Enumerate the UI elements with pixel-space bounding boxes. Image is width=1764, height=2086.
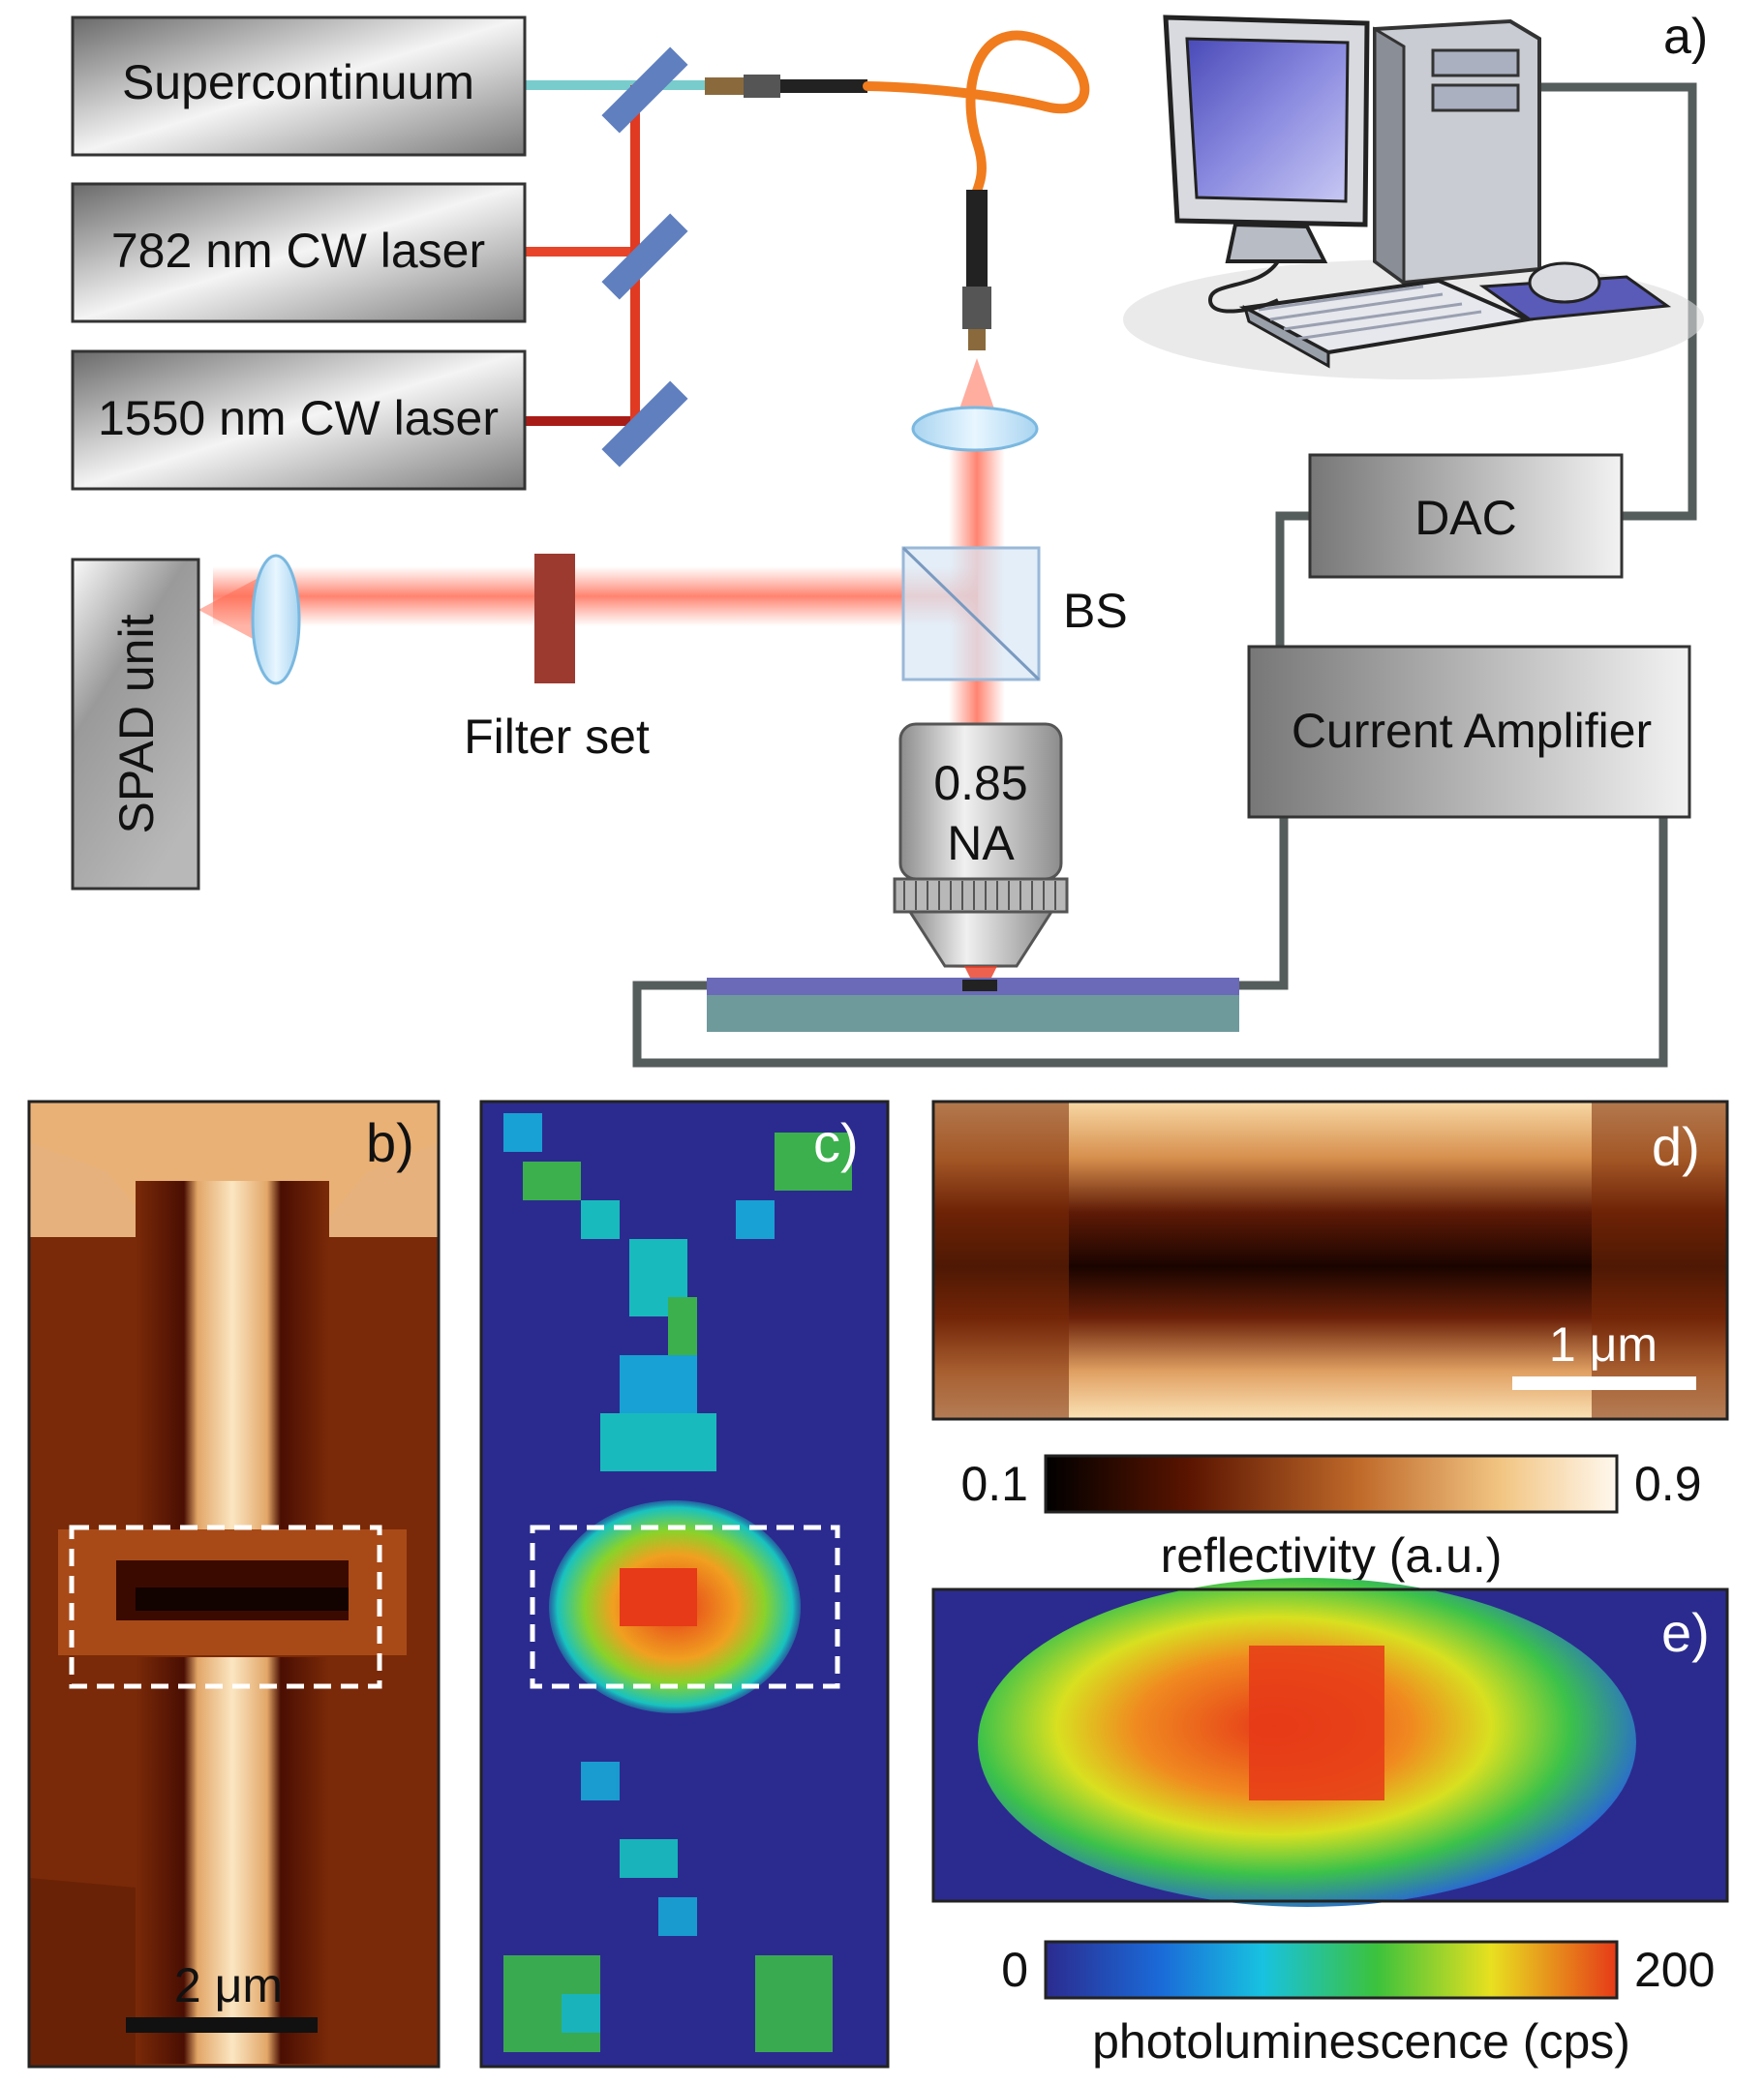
mirror-3 — [601, 380, 688, 468]
detector-lens — [251, 554, 301, 685]
wire-computer-dac — [1536, 82, 1697, 521]
spad-unit: SPAD unit — [71, 558, 200, 891]
reflectivity-colorbar: 0.1 0.9 reflectivity (a.u.) — [960, 1454, 1702, 1583]
horizontal-beam — [213, 566, 978, 626]
panel-c-tag: c) — [813, 1112, 859, 1173]
fiber-output-connector — [962, 190, 991, 350]
mirror-1 — [601, 46, 688, 134]
fiber-input-connector — [705, 75, 867, 98]
source-1550-laser: 1550 nm CW laser — [71, 349, 527, 491]
panel-b-scalebar-label: 2 μm — [174, 1958, 283, 2012]
reflectivity-label: reflectivity (a.u.) — [1161, 1528, 1503, 1583]
panel-a-tag: a) — [1663, 9, 1708, 65]
panel-c: c) — [479, 1100, 890, 2069]
source-782-laser: 782 nm CW laser — [71, 182, 527, 323]
beamsplitter-cube — [901, 546, 1041, 681]
source-supercontinuum: Supercontinuum — [71, 15, 527, 157]
photoluminescence-min: 0 — [1001, 1943, 1028, 1997]
panel-d: 1 μm d) — [931, 1100, 1729, 1421]
reflectivity-min: 0.1 — [960, 1457, 1028, 1511]
objective: 0.85 NA — [893, 722, 1069, 985]
current-amplifier-label: Current Amplifier — [1292, 704, 1652, 758]
reflectivity-max: 0.9 — [1634, 1457, 1702, 1511]
dac-box: DAC — [1308, 453, 1624, 579]
mirror-2 — [601, 213, 688, 300]
panel-c-roi — [530, 1525, 840, 1689]
panel-b: 2 μm b) — [27, 1100, 441, 2069]
panel-e-tag: e) — [1661, 1602, 1710, 1663]
filter-set-label: Filter set — [464, 710, 650, 764]
source-782-laser-label: 782 nm CW laser — [111, 224, 485, 278]
objective-na-value: 0.85 — [933, 756, 1027, 810]
objective-na-label: NA — [947, 816, 1015, 870]
computer-illustration — [1123, 15, 1704, 379]
panel-d-scalebar-label: 1 μm — [1549, 1317, 1658, 1372]
wire-amplifier-sample-left — [1239, 815, 1289, 990]
filter-set — [534, 554, 575, 683]
photoluminescence-max: 200 — [1634, 1943, 1715, 1997]
panel-b-tag: b) — [366, 1112, 414, 1173]
panel-d-tag: d) — [1652, 1116, 1700, 1177]
optical-fiber — [863, 30, 1090, 198]
wire-dac-amplifier — [1275, 511, 1310, 647]
panel-b-scalebar — [126, 2017, 318, 2033]
wire-sample-loop — [632, 815, 1668, 1068]
panel-a: a) Supercontinuum 782 nm CW laser 1550 n… — [71, 9, 1708, 1068]
photoluminescence-colorbar: 0 200 photoluminescence (cps) — [1001, 1940, 1715, 2069]
spad-unit-label: SPAD unit — [109, 614, 164, 833]
source-1550-laser-label: 1550 nm CW laser — [98, 391, 499, 445]
collimating-lens — [911, 406, 1039, 452]
source-supercontinuum-label: Supercontinuum — [122, 55, 474, 109]
dac-label: DAC — [1414, 491, 1517, 545]
panel-b-roi — [69, 1525, 382, 1689]
panel-d-scalebar — [1512, 1376, 1696, 1390]
current-amplifier-box: Current Amplifier — [1247, 645, 1691, 819]
photoluminescence-label: photoluminescence (cps) — [1092, 2014, 1630, 2069]
beamsplitter-label: BS — [1063, 584, 1128, 638]
panel-e: e) — [931, 1578, 1729, 1907]
sample — [707, 978, 1239, 1032]
